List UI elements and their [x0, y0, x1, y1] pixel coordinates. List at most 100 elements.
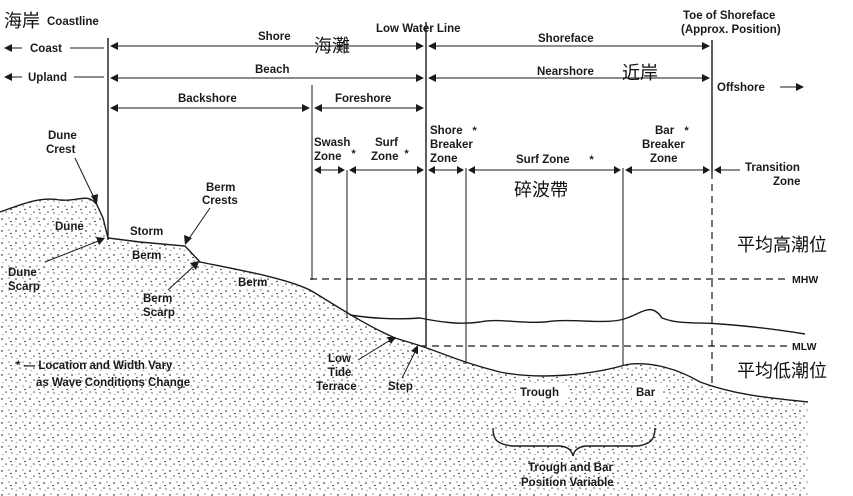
dune-scarp-label-2: Scarp — [8, 281, 40, 293]
label-bg — [516, 384, 568, 400]
arrowhead-icon — [96, 237, 105, 245]
arrowhead-icon — [387, 337, 396, 344]
arrowhead-icon — [416, 74, 424, 82]
berm-crests-pointer — [187, 207, 211, 241]
arrowhead-icon — [416, 42, 424, 50]
label-bg — [252, 62, 300, 76]
arrowhead-icon — [416, 104, 424, 112]
bar-label: Bar — [636, 387, 656, 399]
shore-breaker-label-3: Zone — [430, 153, 457, 165]
berm-scarp-label-2: Scarp — [143, 307, 175, 319]
arrowhead-icon — [702, 74, 710, 82]
arrowhead-icon — [703, 166, 710, 174]
trough-bar-label: Trough and Bar — [528, 462, 614, 474]
arrowhead-icon — [349, 166, 356, 174]
surf-zone-asterisk: * — [589, 154, 594, 166]
coastline-label: Coastline — [47, 16, 99, 28]
mhw-label: MHW — [792, 274, 818, 286]
step-label: Step — [388, 381, 413, 393]
low-tide-terrace-label-2: Tide — [328, 367, 351, 379]
water-surface-line — [349, 308, 806, 335]
label-bg — [255, 29, 305, 43]
dune-scarp-label: Dune — [8, 267, 37, 279]
arrowhead-icon — [110, 42, 118, 50]
coast-label: Coast — [30, 43, 62, 55]
shoreface-label: Shoreface — [538, 33, 594, 45]
berm-crests-label: Berm — [206, 182, 235, 194]
arrowhead-icon — [428, 42, 436, 50]
surf-zone-small-label-2: Zone — [371, 151, 398, 163]
arrowhead-icon — [702, 42, 710, 50]
dune-crest-pointer — [74, 157, 96, 201]
shore-label: Shore — [258, 31, 291, 43]
shore-zh-label: 海灘 — [314, 36, 350, 57]
arrowhead-icon — [4, 73, 12, 81]
label-bg — [632, 384, 662, 400]
shore-breaker-asterisk: * — [472, 125, 477, 137]
bar-breaker-label-3: Zone — [650, 153, 677, 165]
arrowhead-icon — [314, 104, 322, 112]
arrowhead-icon — [4, 44, 12, 52]
dune-crest-label-2: Crest — [46, 144, 76, 156]
arrowhead-icon — [411, 345, 418, 354]
arrowhead-icon — [417, 166, 424, 174]
berm-scarp-label: Berm — [143, 293, 172, 305]
arrowhead-icon — [457, 166, 464, 174]
footnote-line-2: as Wave Conditions Change — [36, 377, 190, 389]
low-water-line-label: Low Water Line — [376, 23, 461, 35]
swash-zone-label: Swash — [314, 137, 350, 149]
surf-zone-small-label: Surf — [375, 137, 398, 149]
beach-label: Beach — [255, 64, 290, 76]
low-tide-terrace-pointer — [357, 338, 393, 361]
berm-crests-label-2: Crests — [202, 195, 238, 207]
arrowhead-icon — [714, 166, 721, 174]
bar-breaker-asterisk: * — [684, 125, 689, 137]
trough-bar-label-2: Position Variable — [521, 477, 614, 489]
arrowhead-icon — [302, 104, 310, 112]
transition-zone-label-2: Zone — [773, 176, 800, 188]
arrowhead-icon — [625, 166, 632, 174]
offshore-label: Offshore — [717, 82, 765, 94]
upland-label: Upland — [28, 72, 67, 84]
transition-zone-label: Transition — [745, 162, 800, 174]
arrowhead-icon — [110, 104, 118, 112]
surf-zone-label: Surf Zone — [516, 154, 570, 166]
arrowhead-icon — [428, 166, 435, 174]
arrowhead-icon — [110, 74, 118, 82]
step-pointer — [401, 349, 417, 379]
trough-label: Trough — [520, 387, 559, 399]
arrowhead-icon — [190, 261, 199, 270]
bar-breaker-label-2: Breaker — [642, 139, 685, 151]
low-tide-terrace-label: Low — [328, 353, 351, 365]
arrowhead-icon — [338, 166, 345, 174]
swash-asterisk: * — [351, 148, 356, 160]
nearshore-zh-label: 近岸 — [622, 63, 658, 84]
mhw-zh-label: 平均高潮位 — [737, 235, 827, 256]
dune-scarp-pointer — [44, 239, 102, 263]
arrowhead-icon — [468, 166, 475, 174]
beach-profile-line — [0, 197, 809, 403]
bar-breaker-label: Bar — [655, 125, 675, 137]
coastline-zh-label: 海岸 — [4, 11, 40, 32]
dune-label: Dune — [55, 221, 84, 233]
arrowhead-icon — [91, 194, 98, 205]
arrowhead-icon — [796, 83, 804, 91]
arrowhead-icon — [314, 166, 321, 174]
foreshore-label: Foreshore — [335, 93, 391, 105]
backshore-label: Backshore — [178, 93, 237, 105]
storm-berm-label: Berm — [132, 250, 161, 262]
low-tide-terrace-label-3: Terrace — [316, 381, 357, 393]
mlw-label: MLW — [792, 341, 817, 353]
dune-crest-label: Dune — [48, 130, 77, 142]
arrowhead-icon — [184, 235, 192, 245]
breaker-zone-zh-label: 碎波帶 — [514, 180, 568, 201]
toe-shoreface-sub-label: (Approx. Position) — [681, 24, 781, 36]
berm-scarp-pointer — [167, 264, 196, 291]
arrowhead-icon — [614, 166, 621, 174]
storm-label: Storm — [130, 226, 163, 238]
footnote-line-1: * — Location and Width Vary — [16, 360, 173, 372]
swash-zone-label-2: Zone — [314, 151, 341, 163]
surf-asterisk: * — [404, 148, 409, 160]
berm-label: Berm — [238, 277, 267, 289]
